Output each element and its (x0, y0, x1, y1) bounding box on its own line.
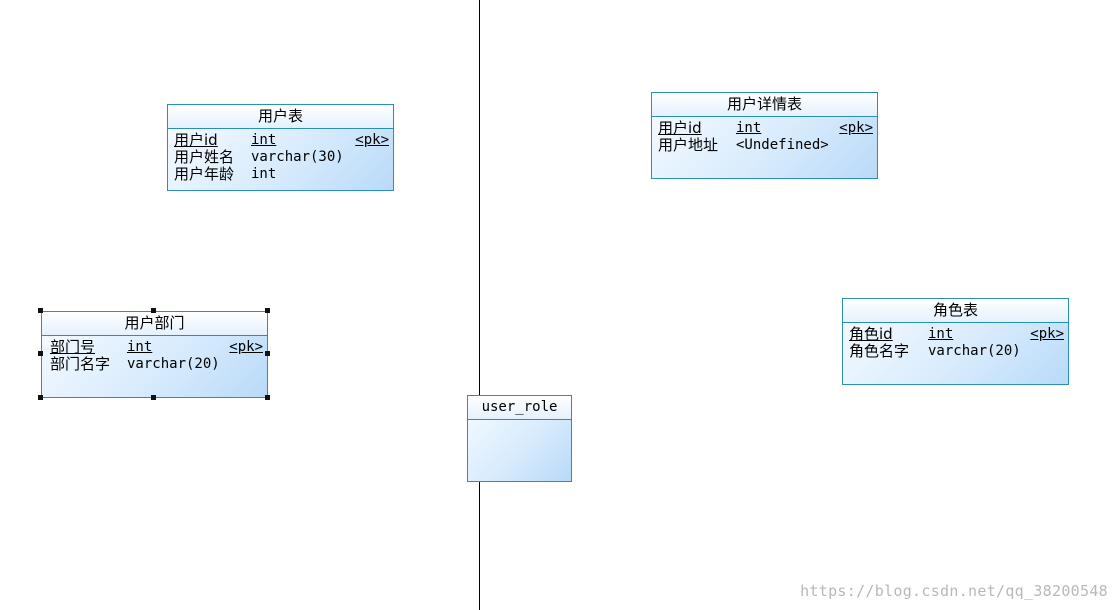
attribute-name: 部门名字 (50, 355, 111, 373)
entity-attributes: 角色id int <pk> 角色名字 varchar(20) (843, 323, 1068, 360)
attribute-type: int (928, 326, 954, 342)
entity-title: 用户表 (168, 105, 393, 129)
attribute-name: 用户年龄 (174, 165, 235, 183)
attribute-name: 用户id (658, 119, 702, 137)
attribute-row[interactable]: 用户id int <pk> (174, 132, 393, 149)
attribute-row[interactable]: 角色id int <pk> (849, 326, 1068, 343)
resize-handle-left[interactable] (38, 351, 43, 356)
entity-title: user_role (468, 396, 571, 420)
entity-title: 角色表 (843, 299, 1068, 323)
attribute-type: int (251, 166, 277, 182)
entity-attributes (468, 420, 571, 423)
entity-user[interactable]: 用户表 用户id int <pk> 用户姓名 varchar(30) 用户年龄 … (167, 104, 394, 191)
attribute-key: <pk> (355, 132, 389, 148)
attribute-type: int (127, 339, 153, 355)
attribute-type: varchar(20) (127, 356, 220, 372)
resize-handle-top[interactable] (151, 308, 156, 313)
attribute-name: 角色名字 (849, 342, 910, 360)
attribute-name: 用户地址 (658, 136, 719, 154)
attribute-type: varchar(20) (928, 343, 1021, 359)
attribute-row[interactable]: 角色名字 varchar(20) (849, 343, 1068, 360)
resize-handle-top-left[interactable] (38, 308, 43, 313)
attribute-row[interactable]: 部门号 int <pk> (48, 339, 267, 356)
watermark-text: https://blog.csdn.net/qq_38200548 (800, 582, 1108, 600)
attribute-type: varchar(30) (251, 149, 344, 165)
attribute-key: <pk> (1030, 326, 1064, 342)
attribute-row[interactable]: 部门名字 varchar(20) (48, 356, 267, 373)
attribute-row[interactable]: 用户id int <pk> (658, 120, 877, 137)
attribute-row[interactable]: 用户地址 <Undefined> (658, 137, 877, 154)
attribute-name: 部门号 (50, 338, 96, 356)
entity-role[interactable]: 角色表 角色id int <pk> 角色名字 varchar(20) (842, 298, 1069, 385)
resize-handle-bottom-left[interactable] (38, 395, 43, 400)
divider-line (479, 0, 480, 610)
resize-handle-bottom[interactable] (151, 395, 156, 400)
attribute-name: 角色id (849, 325, 893, 343)
entity-title: 用户详情表 (652, 93, 877, 117)
entity-attributes: 用户id int <pk> 用户姓名 varchar(30) 用户年龄 int (168, 129, 393, 183)
resize-handle-bottom-right[interactable] (265, 395, 270, 400)
attribute-key: <pk> (229, 339, 263, 355)
entity-department[interactable]: 用户部门 部门号 int <pk> 部门名字 varchar(20) (41, 311, 268, 398)
attribute-type: <Undefined> (736, 137, 829, 153)
entity-attributes: 用户id int <pk> 用户地址 <Undefined> (652, 117, 877, 154)
attribute-name: 用户姓名 (174, 148, 235, 166)
entity-user-detail[interactable]: 用户详情表 用户id int <pk> 用户地址 <Undefined> (651, 92, 878, 179)
resize-handle-top-right[interactable] (265, 308, 270, 313)
attribute-name: 用户id (174, 131, 218, 149)
attribute-type: int (251, 132, 277, 148)
entity-user-role[interactable]: user_role (467, 395, 572, 482)
entity-title: 用户部门 (42, 312, 267, 336)
attribute-row[interactable]: 用户年龄 int (174, 166, 393, 183)
attribute-type: int (736, 120, 762, 136)
attribute-key: <pk> (839, 120, 873, 136)
resize-handle-right[interactable] (265, 351, 270, 356)
attribute-row[interactable]: 用户姓名 varchar(30) (174, 149, 393, 166)
entity-attributes: 部门号 int <pk> 部门名字 varchar(20) (42, 336, 267, 373)
